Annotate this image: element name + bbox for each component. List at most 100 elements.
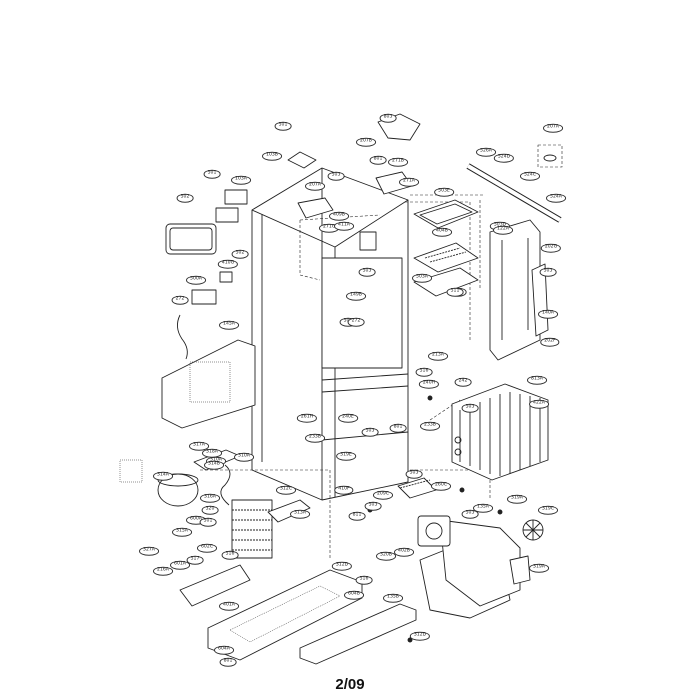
callout-bubble-icon: 503E [434,187,454,197]
water-pipe [466,144,563,223]
callout-bubble-icon: 526A [476,147,496,157]
ice-tray-group [413,199,479,297]
callout-bubble-icon: 524C [520,171,540,181]
callout-bubble-icon: 207A [305,181,325,191]
callout-bubble-icon: 312D [331,561,353,571]
fan-assembly [397,477,544,547]
callout-bubble-icon: 314A [153,471,173,481]
callout-bubble-icon: 503A [412,273,432,283]
callout-bubble-icon: 320B [376,551,396,561]
callout-bubble-icon: 503 [358,267,376,277]
callout-bubble-icon: 402B [394,547,414,557]
callout-bubble-icon: 312D [409,631,431,641]
callout-bubble-icon: 207A [543,123,563,133]
callout-bubble-icon: 122A [493,225,513,235]
callout-bubble-icon: 500A [186,275,206,285]
callout-bubble-icon: 207B [356,137,376,147]
base-plate [179,564,363,661]
callout-bubble-icon: 501 [274,121,292,131]
top-left-parts [165,151,317,360]
condenser-coil [231,499,311,559]
callout-bubble-icon: 149B [346,291,366,301]
callout-bubble-icon: 502 [176,193,194,203]
callout-bubble-icon: 233B [420,421,440,431]
callout-bubble-icon: 319E [336,451,356,461]
callout-bubble-icon: 503 [539,267,557,277]
cabinet-shell [251,167,409,501]
callout-bubble-icon: 604B [344,590,364,600]
callout-bubble-icon: 233B [305,433,325,443]
callout-bubble-icon: 516 [355,575,373,585]
callout-bubble-icon: 319A [507,494,527,504]
callout-bubble-icon: 272 [171,295,189,305]
callout-bubble-icon: 271B [388,157,408,167]
callout-bubble-icon: 319C [538,505,558,515]
callout-bubble-icon: 503 [364,501,382,511]
callout-bubble-icon: 801 [369,155,387,165]
rear-cover-panel [161,339,256,429]
callout-bubble-icon: 422A [529,399,549,409]
callout-bubble-icon: 503 [461,403,479,413]
callout-bubble-icon: 501 [203,169,221,179]
callout-bubble-icon: 317A [189,441,209,451]
callout-bubble-icon: 502 [231,249,249,259]
callout-bubble-icon: 242 [454,377,472,387]
callout-bubble-icon: 503 [327,171,345,181]
callout-bubble-icon: 601A [170,560,190,570]
callout-bubble-icon: 524D [493,153,515,163]
callout-bubble-icon: 319A [529,563,549,573]
callout-bubble-icon: 135A [473,503,493,513]
front-lower-parts [299,519,531,665]
callout-bubble-icon: 240H [418,379,440,389]
callout-bubble-icon: 604A [214,645,234,655]
callout-bubble-icon: 216A [153,566,173,576]
callout-bubble-icon: 411A [334,221,354,231]
callout-bubble-icon: 315A [172,527,192,537]
callout-bubble-icon: 103A [231,175,251,185]
callout-bubble-icon: 240E [338,413,358,423]
callout-bubble-icon: 811 [348,511,366,521]
callout-bubble-icon: 202G [540,243,562,253]
air-duct [489,219,549,361]
callout-bubble-icon: 503 [405,469,423,479]
callout-bubble-icon: 320 [201,505,219,515]
callout-bubble-icon: 314B [204,460,224,470]
callout-bubble-icon: 145A [219,320,239,330]
callout-bubble-icon: 313A [290,509,310,519]
callout-bubble-icon: 524A [546,193,566,203]
page-number: 2/09 [335,676,365,693]
evaporator [451,383,549,481]
callout-bubble-icon: 803 [379,113,397,123]
callout-bubble-icon: 409B [329,211,349,221]
callout-bubble-icon: 103B [262,151,282,161]
callout-bubble-icon: 272 [347,317,365,327]
callout-bubble-icon: 503 [461,509,479,519]
callout-bubble-icon: 316A [200,493,220,503]
callout-bubble-icon: 516 [415,367,433,377]
callout-bubble-icon: 517 [186,555,204,565]
callout-bubble-icon: 140A [538,309,558,319]
callout-bubble-icon: 404B [432,227,452,237]
callout-bubble-icon: 261H [296,413,318,423]
callout-bubble-icon: 213A [428,351,448,361]
callout-bubble-icon: 410F [334,485,354,495]
callout-bubble-icon: 260C [431,481,451,491]
callout-bubble-icon: 135B [383,593,403,603]
callout-bubble-icon: 271A [399,177,419,187]
callout-bubble-icon: 602C [197,543,217,553]
callout-bubble-icon: 318A [202,448,222,458]
callout-bubble-icon: 401A [219,601,239,611]
callout-bubble-icon: 410G [217,259,239,269]
callout-bubble-icon: 501 [199,517,217,527]
callout-bubble-icon: 202F [540,337,560,347]
callout-bubble-icon: 310A [234,452,254,462]
callout-bubble-icon: 516 [221,550,239,560]
callout-bubble-icon: 801 [389,423,407,433]
callout-bubble-icon: 813A [527,375,547,385]
callout-bubble-icon: 327A [139,546,159,556]
callout-bubble-icon: 801 [219,657,237,667]
callout-bubble-icon: 511 [446,287,464,297]
callout-bubble-icon: 209C [373,490,393,500]
callout-bubble-icon: 503 [361,427,379,437]
